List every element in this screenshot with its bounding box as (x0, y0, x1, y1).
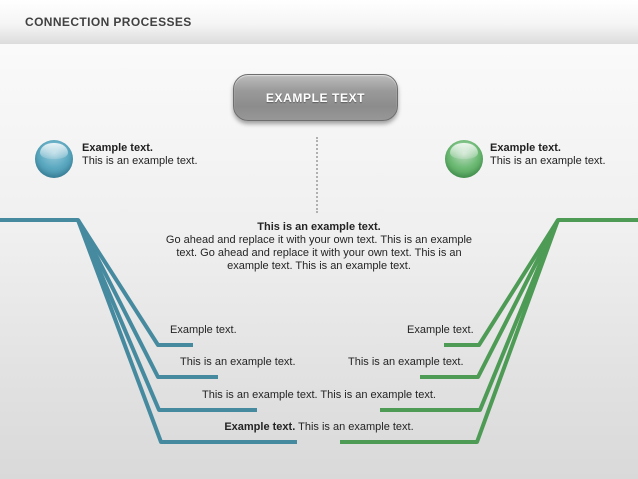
center-paragraph-lead: This is an example text. (257, 221, 381, 233)
row1-right-text: Example text. (407, 324, 474, 336)
teal-connector-4 (76, 219, 297, 444)
sphere-gloss-highlight (40, 142, 68, 160)
teal-connector-2 (76, 219, 218, 379)
diagram-canvas: EXAMPLE TEXT Example text. This is an ex… (0, 44, 638, 479)
right-item-subtitle: This is an example text. (490, 155, 606, 167)
slide-title: CONNECTION PROCESSES (25, 15, 192, 29)
center-paragraph: This is an example text. Go ahead and re… (159, 221, 479, 273)
dotted-connector-line (316, 137, 318, 213)
blue-sphere-icon (35, 140, 73, 178)
left-item-title: Example text. (82, 142, 153, 154)
right-item-label: Example text. This is an example text. (490, 142, 606, 168)
row2-left-text: This is an example text. (180, 356, 296, 368)
left-item-subtitle: This is an example text. (82, 155, 198, 167)
green-connector-3 (380, 219, 560, 412)
slide-header: CONNECTION PROCESSES (0, 0, 638, 44)
connector-lines (0, 218, 638, 444)
green-connector-1 (444, 218, 638, 347)
green-connector-2 (420, 219, 560, 379)
row2-right-text: This is an example text. (348, 356, 464, 368)
example-text-button[interactable]: EXAMPLE TEXT (233, 74, 398, 121)
green-connector-4 (340, 219, 560, 444)
teal-connector-1 (0, 218, 193, 347)
row4-rest-text: This is an example text. (298, 421, 414, 433)
row4-lead-text: Example text. (224, 421, 296, 433)
center-paragraph-body: Go ahead and replace it with your own te… (165, 234, 473, 272)
row4-center-text: Example text. This is an example text. (0, 421, 638, 433)
sphere-gloss-highlight (450, 142, 478, 160)
left-item-label: Example text. This is an example text. (82, 142, 198, 168)
row1-left-text: Example text. (170, 324, 237, 336)
right-item-title: Example text. (490, 142, 561, 154)
row3-center-text: This is an example text. This is an exam… (202, 389, 436, 401)
example-text-button-label: EXAMPLE TEXT (265, 90, 366, 105)
teal-connector-3 (76, 219, 257, 412)
green-sphere-icon (445, 140, 483, 178)
